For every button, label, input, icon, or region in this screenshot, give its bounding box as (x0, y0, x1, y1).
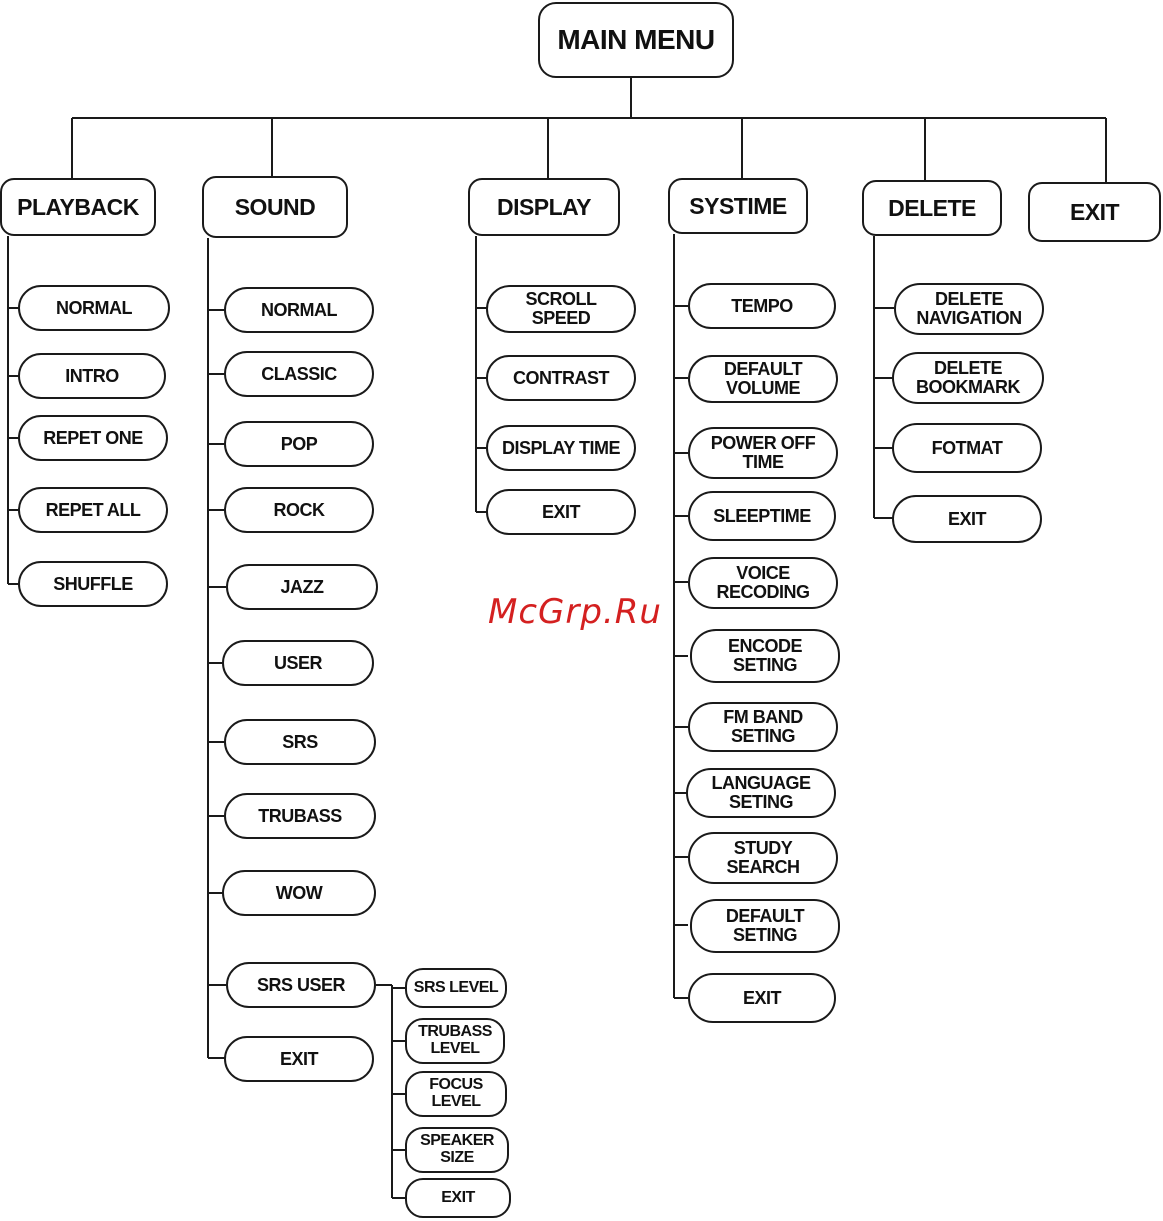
delete-item: DELETE BOOKMARK (892, 352, 1044, 404)
systime-item: DEFAULT VOLUME (688, 355, 838, 403)
main-menu-node: MAIN MENU (538, 2, 734, 78)
delete-item: FOTMAT (892, 423, 1042, 473)
srs-user-item: SRS LEVEL (405, 968, 507, 1008)
sound-item-srs-user: SRS USER (226, 962, 376, 1008)
playback-item: NORMAL (18, 285, 170, 331)
sound-item: NORMAL (224, 287, 374, 333)
display-node: DISPLAY (468, 178, 620, 236)
delete-item: DELETE NAVIGATION (894, 283, 1044, 335)
systime-item: VOICE RECODING (688, 557, 838, 609)
sound-item: ROCK (224, 487, 374, 533)
sound-item: CLASSIC (224, 351, 374, 397)
playback-node: PLAYBACK (0, 178, 156, 236)
playback-item: REPET ALL (18, 487, 168, 533)
systime-item: STUDY SEARCH (688, 832, 838, 884)
systime-item: POWER OFF TIME (688, 427, 838, 479)
srs-user-item: FOCUS LEVEL (405, 1071, 507, 1117)
systime-item: TEMPO (688, 283, 836, 329)
systime-item: ENCODE SETING (690, 629, 840, 683)
display-item: SCROLL SPEED (486, 285, 636, 333)
srs-user-item: EXIT (405, 1178, 511, 1218)
sound-item: SRS (224, 719, 376, 765)
sound-item: TRUBASS (224, 793, 376, 839)
systime-item: DEFAULT SETING (690, 899, 840, 953)
display-item: DISPLAY TIME (486, 425, 636, 471)
delete-node: DELETE (862, 180, 1002, 236)
sound-item: USER (222, 640, 374, 686)
sound-node: SOUND (202, 176, 348, 238)
sound-item: EXIT (224, 1036, 374, 1082)
systime-item: EXIT (688, 973, 836, 1023)
systime-item: LANGUAGE SETING (686, 768, 836, 818)
playback-item: SHUFFLE (18, 561, 168, 607)
playback-item: INTRO (18, 353, 166, 399)
systime-node: SYSTIME (668, 178, 808, 234)
systime-item: SLEEPTIME (688, 491, 836, 541)
systime-item: FM BAND SETING (688, 702, 838, 752)
srs-user-item: TRUBASS LEVEL (405, 1018, 505, 1064)
srs-user-item: SPEAKER SIZE (405, 1127, 509, 1173)
exit-node: EXIT (1028, 182, 1161, 242)
sound-item: POP (224, 421, 374, 467)
playback-item: REPET ONE (18, 415, 168, 461)
display-item: EXIT (486, 489, 636, 535)
watermark-text: McGrp.Ru (488, 592, 662, 632)
delete-item: EXIT (892, 495, 1042, 543)
sound-item: JAZZ (226, 564, 378, 610)
display-item: CONTRAST (486, 355, 636, 401)
sound-item: WOW (222, 870, 376, 916)
